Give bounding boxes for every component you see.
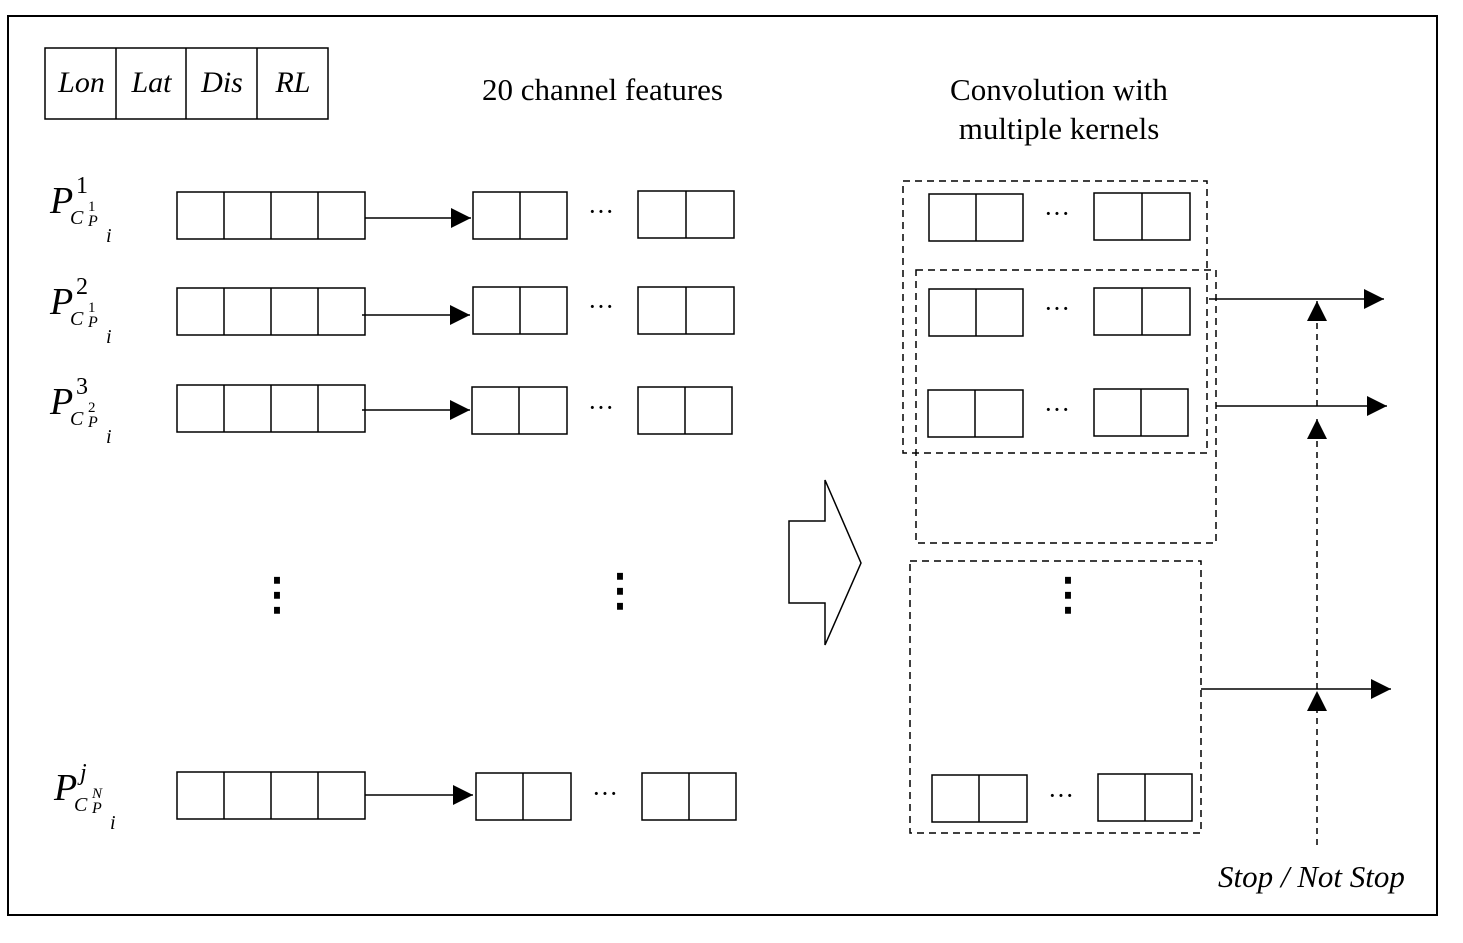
ellipsis-conv-4: ··· [1048, 781, 1074, 810]
ellipsis-feature-1: ··· [588, 197, 614, 226]
feature-box-2b [637, 286, 735, 335]
conv-box-2a [928, 288, 1024, 337]
conv-box-1b [1093, 192, 1191, 241]
row-label-2-base: P [50, 281, 74, 323]
input-box-1 [176, 191, 366, 240]
row-label-1-index: i [106, 225, 112, 247]
ellipsis-conv-3: ··· [1044, 395, 1070, 424]
block-arrow [788, 479, 862, 646]
outer-frame [7, 15, 1438, 916]
row-label-1-sub: C [70, 207, 84, 229]
header-cell-lat: Lat [131, 66, 172, 99]
ellipsis-feature-3: ··· [588, 393, 614, 422]
row-label-4-sub: C [74, 794, 88, 816]
header-cell-rl: RL [275, 66, 311, 99]
conv-box-1a [928, 193, 1024, 242]
input-box-4 [176, 771, 366, 820]
row-label-4-subsub: P [92, 800, 102, 817]
input-box-2 [176, 287, 366, 336]
feature-box-2a [472, 286, 568, 335]
row-label-1-sup: 1 [76, 173, 88, 199]
row-label-4-index: i [110, 812, 116, 834]
row-label-4-base: P [54, 767, 78, 809]
conv-box-4b [1097, 773, 1193, 822]
ellipsis-conv-1: ··· [1044, 199, 1070, 228]
row-label-4-subsup: N [92, 786, 103, 802]
row-label-2-subsub: P [88, 314, 98, 331]
ellipsis-feature-2: ··· [588, 292, 614, 321]
conv-box-2b [1093, 287, 1191, 336]
stop-not-stop-label: Stop / Not Stop [1218, 859, 1405, 894]
row-label-2-sub: C [70, 308, 84, 330]
feature-box-4a [475, 772, 572, 821]
title-convolution-line-2: multiple kernels [958, 111, 1160, 146]
feature-box-1b [637, 190, 735, 239]
input-box-3 [176, 384, 366, 433]
feature-box-1a [472, 191, 568, 240]
header-table [44, 47, 329, 120]
row-label-3-subsub: P [88, 414, 98, 431]
row-label-2-subsup: 1 [88, 300, 96, 316]
row-label-3-index: i [106, 426, 112, 448]
row-label-3-base: P [50, 381, 74, 423]
ellipsis-conv-2: ··· [1044, 294, 1070, 323]
vertical-dots-features: ⋮ [598, 566, 642, 615]
header-cell-lon: Lon [58, 66, 105, 99]
kernel-group-3 [909, 560, 1202, 834]
title-convolution-line-1: Convolution with [950, 72, 1168, 107]
feature-box-4b [641, 772, 737, 821]
row-label-1-subsub: P [88, 213, 98, 230]
title-channel-features: 20 channel features [482, 72, 723, 107]
vertical-dots-kernels: ⋮ [1046, 570, 1090, 619]
row-label-1-base: P [50, 180, 74, 222]
feature-box-3a [471, 386, 568, 435]
ellipsis-feature-4: ··· [592, 779, 618, 808]
conv-box-3b [1093, 388, 1189, 437]
row-label-3-sub: C [70, 408, 84, 430]
conv-box-3a [927, 389, 1024, 438]
row-label-1-subsup: 1 [88, 199, 96, 215]
header-cell-dis: Dis [201, 66, 243, 99]
row-label-2-index: i [106, 326, 112, 348]
feature-box-3b [637, 386, 733, 435]
row-label-3-sup: 3 [76, 374, 88, 400]
row-label-3-subsup: 2 [88, 400, 96, 416]
conv-box-4a [931, 774, 1028, 823]
row-label-4-sup: j [80, 760, 87, 786]
vertical-dots-inputs: ⋮ [255, 570, 299, 619]
row-label-2-sup: 2 [76, 274, 88, 300]
